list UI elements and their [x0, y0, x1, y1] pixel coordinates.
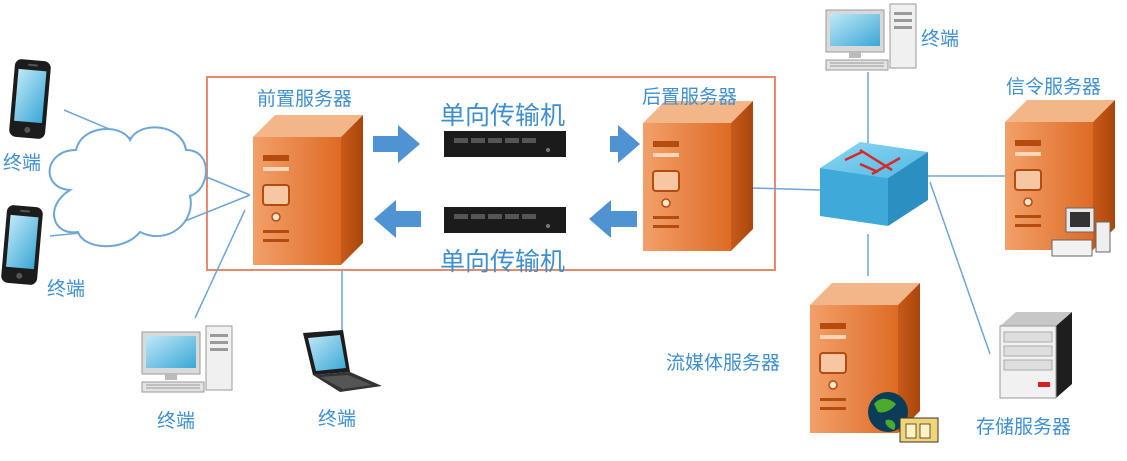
desktop-computer-icon [141, 325, 233, 393]
workstation-icon [1051, 207, 1111, 257]
streaming-server-label: 流媒体服务器 [666, 352, 781, 374]
signaling-server-label: 信令服务器 [1006, 76, 1102, 98]
one-way-transfer-bottom-label: 单向传输机 [440, 247, 566, 276]
arrow-left-icon [374, 200, 421, 238]
secure-zone-frame [206, 76, 776, 271]
cloud-icon [48, 126, 207, 248]
server-tower-icon [642, 100, 754, 252]
arrow-right-icon [373, 125, 420, 163]
one-way-transfer-top-label: 单向传输机 [440, 101, 566, 130]
terminal-label: 终端 [318, 408, 357, 430]
desktop-computer-icon [825, 3, 917, 71]
server-tower-icon [252, 114, 364, 266]
arrow-right-icon [610, 125, 640, 163]
terminal-label: 终端 [157, 410, 196, 432]
terminal-label: 终端 [47, 278, 86, 300]
mobile-phone-icon [8, 58, 52, 140]
mobile-phone-icon [0, 204, 44, 286]
one-way-transfer-device-icon [444, 131, 566, 157]
network-switch-icon [820, 142, 928, 226]
folder-icon [899, 417, 939, 443]
storage-server-icon [999, 312, 1072, 399]
globe-icon [868, 392, 908, 432]
front-server-label: 前置服务器 [257, 88, 353, 110]
terminal-label: 终端 [3, 152, 42, 174]
one-way-transfer-device-icon [444, 207, 566, 233]
arrow-left-icon [589, 200, 637, 238]
terminal-label: 终端 [921, 28, 960, 50]
rear-server-label: 后置服务器 [642, 86, 738, 108]
laptop-icon [303, 330, 382, 392]
storage-server-label: 存储服务器 [976, 416, 1072, 438]
